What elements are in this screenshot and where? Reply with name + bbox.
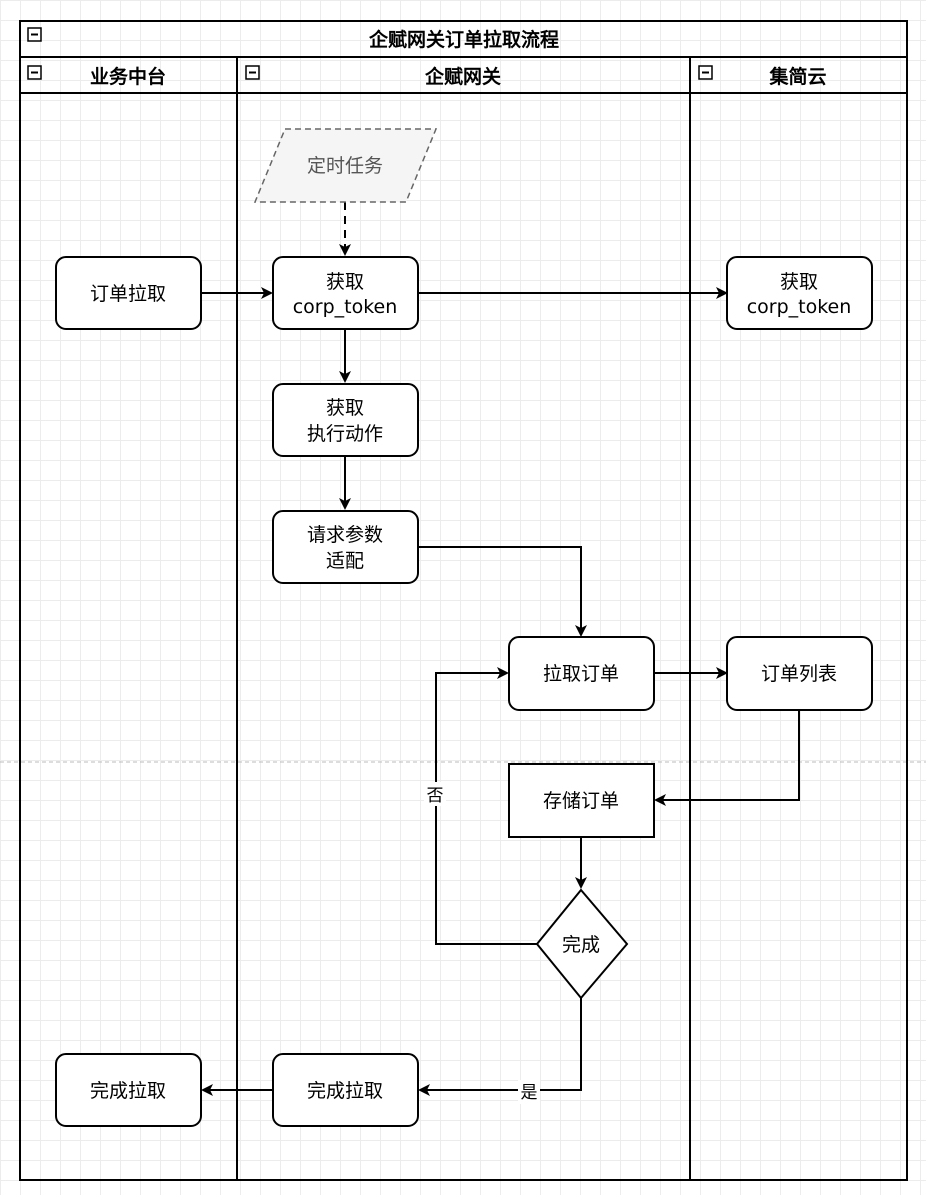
node-biz-order-pull[interactable]: 订单拉取 — [55, 256, 202, 330]
node-gw-done-decision[interactable]: 完成 — [535, 888, 629, 1000]
gw-pull-order-label: 拉取订单 — [543, 663, 619, 685]
lane-collapse-icon[interactable] — [245, 65, 260, 80]
gw-store-order-label: 存储订单 — [543, 790, 619, 812]
biz-order-pull-label: 订单拉取 — [90, 283, 166, 305]
pool-border — [19, 20, 908, 1181]
pool-collapse-icon[interactable] — [27, 27, 42, 42]
jj-order-list-label: 订单列表 — [761, 663, 837, 685]
edge-label-no: 否 — [427, 786, 444, 806]
node-jj-get-token[interactable]: 获取 corp_token — [726, 256, 873, 330]
lane-collapse-icon[interactable] — [698, 65, 713, 80]
gw-get-token-line1: 获取 — [326, 271, 364, 293]
node-gw-param-adapt[interactable]: 请求参数 适配 — [272, 510, 419, 584]
edge-label-yes: 是 — [521, 1083, 538, 1103]
lane-collapse-icon[interactable] — [27, 65, 42, 80]
lane-title-gateway: 企赋网关 — [424, 65, 501, 88]
node-gw-store-order[interactable]: 存储订单 — [508, 763, 655, 838]
jj-get-token-line1: 获取 — [780, 271, 818, 293]
gw-param-adapt-line1: 请求参数 — [307, 524, 383, 546]
lane-title-biz: 业务中台 — [90, 65, 166, 88]
lane-title-jijian: 集简云 — [768, 65, 826, 88]
node-gw-pull-order[interactable]: 拉取订单 — [508, 636, 655, 711]
gw-done-decision-label: 完成 — [562, 934, 600, 956]
biz-finish-pull-label: 完成拉取 — [90, 1080, 166, 1102]
gw-finish-pull-label: 完成拉取 — [307, 1080, 383, 1102]
pool: 企赋网关订单拉取流程 — [19, 20, 908, 1181]
jj-get-token-line2: corp_token — [747, 296, 852, 318]
node-gw-get-action[interactable]: 获取 执行动作 — [272, 383, 419, 457]
scheduled-task-label: 定时任务 — [307, 155, 383, 177]
gw-get-action-line1: 获取 — [326, 397, 364, 419]
edges — [201, 202, 800, 1096]
node-biz-finish-pull[interactable]: 完成拉取 — [55, 1053, 202, 1127]
node-scheduled-task[interactable]: 定时任务 — [253, 128, 438, 203]
gw-get-token-line2: corp_token — [293, 296, 398, 318]
gw-get-action-line2: 执行动作 — [307, 423, 383, 445]
node-gw-get-token[interactable]: 获取 corp_token — [272, 256, 419, 330]
node-gw-finish-pull[interactable]: 完成拉取 — [272, 1053, 419, 1127]
edge-adapt-to-pull — [418, 546, 587, 637]
edge-list-to-store — [654, 710, 800, 806]
gw-param-adapt-line2: 适配 — [326, 550, 364, 572]
edge-decision-no — [435, 667, 537, 945]
pool-title: 企赋网关订单拉取流程 — [368, 28, 559, 51]
node-jj-order-list[interactable]: 订单列表 — [726, 636, 873, 711]
edge-decision-yes — [418, 998, 582, 1096]
